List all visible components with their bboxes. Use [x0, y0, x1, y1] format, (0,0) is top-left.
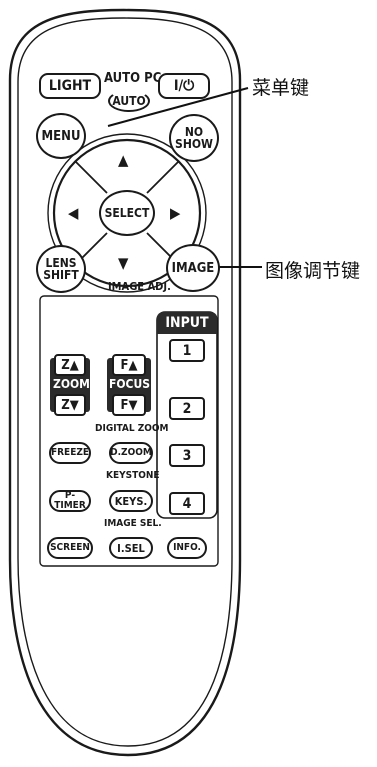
auto-pc-label: AUTO PC — [104, 71, 162, 86]
input-3-button[interactable]: 3 — [169, 444, 205, 467]
lens-shift-button[interactable]: LENS SHIFT — [36, 245, 86, 293]
dpad-down-arrow-icon[interactable]: ▼ — [118, 254, 129, 272]
image-sel-label: IMAGE SEL. — [104, 518, 162, 529]
dpad-left-arrow-icon[interactable]: ◀ — [68, 204, 79, 222]
zoom-in-button[interactable]: Z▲ — [54, 354, 86, 376]
power-button[interactable]: I/⏻ — [158, 73, 210, 99]
zoom-label: ZOOM — [53, 377, 90, 391]
select-button[interactable]: SELECT — [99, 190, 155, 236]
menu-key-annotation: 菜单键 — [252, 77, 310, 99]
image-button[interactable]: IMAGE — [166, 244, 220, 292]
dpad-right-arrow-icon[interactable]: ▶ — [170, 204, 181, 222]
zoom-out-button[interactable]: Z▼ — [54, 394, 86, 416]
p-timer-button[interactable]: P-TIMER — [49, 490, 91, 512]
info-button[interactable]: INFO. — [167, 537, 207, 559]
light-button[interactable]: LIGHT — [39, 73, 101, 99]
freeze-button[interactable]: FREEZE — [49, 442, 91, 464]
keystone-label: KEYSTONE — [106, 470, 160, 481]
digital-zoom-label: DIGITAL ZOOM — [95, 423, 169, 434]
focus-down-button[interactable]: F▼ — [112, 394, 146, 416]
input-2-button[interactable]: 2 — [169, 397, 205, 420]
image-adj-label: IMAGE ADJ. — [108, 280, 171, 293]
menu-button[interactable]: MENU — [36, 113, 86, 159]
input-1-button[interactable]: 1 — [169, 339, 205, 362]
no-show-button[interactable]: NO SHOW — [169, 114, 219, 162]
dpad-up-arrow-icon[interactable]: ▲ — [118, 151, 129, 169]
image-select-button[interactable]: I.SEL — [109, 537, 153, 559]
auto-pc-button[interactable]: AUTO — [108, 90, 150, 112]
screen-button[interactable]: SCREEN — [47, 537, 93, 559]
dzoom-button[interactable]: D.ZOOM — [109, 442, 153, 464]
image-adjust-key-annotation: 图像调节键 — [265, 260, 361, 282]
input-title: INPUT — [157, 312, 217, 334]
keystone-button[interactable]: KEYS. — [109, 490, 153, 512]
focus-up-button[interactable]: F▲ — [112, 354, 146, 376]
focus-label: FOCUS — [109, 377, 151, 391]
input-4-button[interactable]: 4 — [169, 492, 205, 515]
